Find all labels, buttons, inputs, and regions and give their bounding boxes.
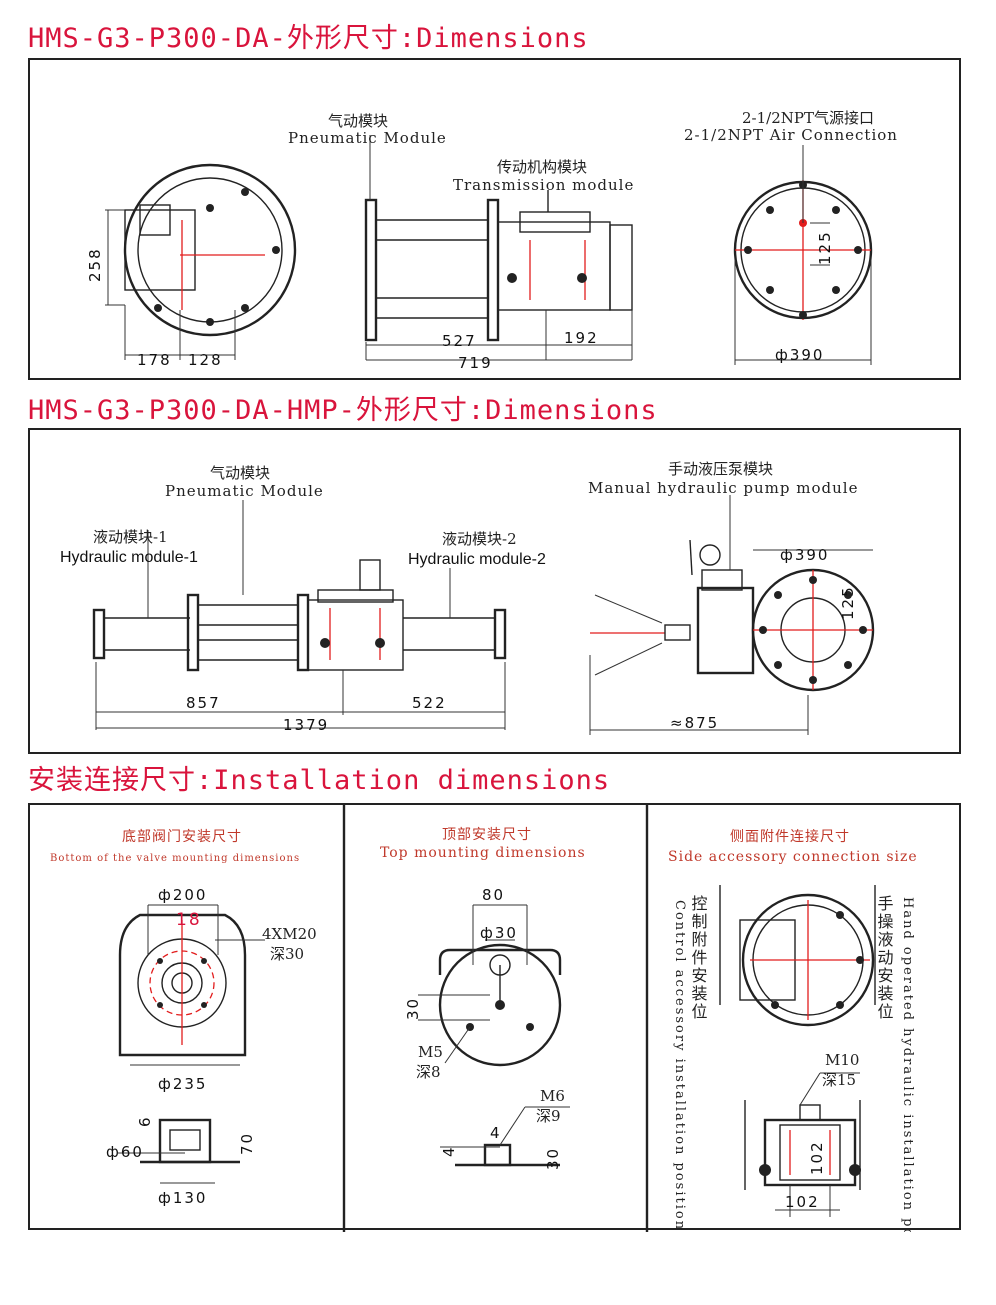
hmp-pump-view (589, 495, 875, 735)
label-m5: M5 (418, 1043, 443, 1061)
label-hand-cn: 手操液动安装位 (875, 895, 894, 1021)
dim-30-v: 30 (404, 997, 422, 1020)
label-m10: M10 (825, 1051, 859, 1069)
dimensions-drawing: 258 178 128 气动模块 Pneumatic Module 传动机构模块… (86, 109, 898, 372)
dim-200: ф200 (158, 886, 207, 904)
panel-dimensions: 258 178 128 气动模块 Pneumatic Module 传动机构模块… (28, 58, 961, 380)
dim-192: 192 (564, 329, 599, 347)
panel-installation: 底部阀门安装尺寸 Bottom of the valve mounting di… (28, 803, 961, 1232)
dim-258: 258 (86, 247, 104, 282)
label-side-cn: 侧面附件连接尺寸 (730, 828, 850, 845)
label-transmission-en: Transmission module (453, 176, 634, 194)
dim-6: 6 (136, 1115, 154, 1127)
label-top-cn: 顶部安装尺寸 (442, 827, 532, 843)
section-title-hmp-dimensions: HMS-G3-P300-DA-HMP-外形尺寸:Dimensions (28, 395, 658, 426)
label-hyd2-cn: 液动模块-2 (442, 530, 517, 548)
dim-390: ф390 (775, 346, 824, 364)
dim-857: 857 (186, 694, 221, 712)
side-accessory-view (719, 885, 876, 1217)
label-bottom-en: Bottom of the valve mounting dimensions (50, 853, 300, 864)
installation-drawing: 底部阀门安装尺寸 Bottom of the valve mounting di… (50, 805, 918, 1232)
side-view (364, 135, 633, 361)
label-depth-30: 深30 (270, 945, 304, 963)
label-manual-cn: 手动液压泵模块 (668, 460, 773, 478)
label-depth-15: 深15 (822, 1071, 856, 1089)
label-hyd2-en: Hydraulic module-2 (408, 551, 546, 568)
label-bottom-cn: 底部阀门安装尺寸 (122, 829, 242, 845)
section-title-dimensions: HMS-G3-P300-DA-外形尺寸:Dimensions (28, 23, 589, 54)
label-side-en: Side accessory connection size (668, 849, 918, 865)
end-view-left (105, 163, 297, 360)
hmp-side-view (92, 500, 507, 730)
label-pneumatic-en-2: Pneumatic Module (165, 482, 324, 500)
dim-128: 128 (188, 351, 223, 369)
dim-102-h: 102 (785, 1193, 820, 1211)
label-thread-m20: 4XM20 (262, 925, 317, 943)
label-depth-9: 深9 (536, 1107, 561, 1125)
label-air-en: 2-1/2NPT Air Connection (684, 126, 898, 144)
label-transmission-cn: 传动机构模块 (497, 158, 587, 176)
label-ctrl-cn: 控制附件安装位 (689, 895, 708, 1021)
label-pneumatic-cn-2: 气动模块 (210, 464, 270, 482)
dim-80: 80 (482, 886, 505, 904)
dim-30-bottom: 30 (544, 1147, 562, 1170)
dim-235: ф235 (158, 1075, 207, 1093)
label-hyd1-en: Hydraulic module-1 (60, 549, 198, 566)
dim-390-2: ф390 (780, 546, 829, 564)
label-hand-en: Hand operated hydraulic installation pos… (900, 897, 915, 1232)
dim-30-dia: ф30 (480, 924, 518, 942)
dim-125-2: 125 (839, 585, 857, 620)
dim-60: ф60 (106, 1143, 144, 1161)
label-top-en: Top mounting dimensions (380, 845, 586, 861)
dim-178: 178 (137, 351, 172, 369)
label-air-cn: 2-1/2NPT气源接口 (742, 109, 874, 127)
dim-125: 125 (816, 230, 834, 265)
label-pneumatic-cn: 气动模块 (328, 112, 388, 130)
dim-18: 18 (176, 910, 202, 930)
bottom-view (118, 904, 265, 1184)
panel-hmp-dimensions: 气动模块 Pneumatic Module 液动模块-1 Hydraulic m… (28, 428, 961, 754)
label-depth-8: 深8 (416, 1063, 441, 1081)
hmp-dimensions-drawing: 气动模块 Pneumatic Module 液动模块-1 Hydraulic m… (60, 460, 875, 735)
label-manual-en: Manual hydraulic pump module (588, 479, 858, 497)
dim-1379: 1379 (283, 716, 329, 734)
dim-70: 70 (238, 1132, 256, 1155)
label-ctrl-en: Control accessory installation position (672, 900, 687, 1231)
section-title-installation: 安装连接尺寸:Installation dimensions (28, 765, 611, 796)
dim-719: 719 (458, 354, 493, 372)
dim-102-v: 102 (808, 1140, 826, 1175)
dim-4-top: 4 (490, 1124, 502, 1142)
label-m6: M6 (540, 1087, 565, 1105)
label-hyd1-cn: 液动模块-1 (93, 528, 168, 546)
top-view (418, 904, 570, 1167)
dim-527: 527 (442, 332, 477, 350)
end-view-right (733, 145, 873, 365)
dim-875: ≈875 (670, 714, 719, 732)
label-pneumatic-en: Pneumatic Module (288, 129, 447, 147)
dim-130: ф130 (158, 1189, 207, 1207)
dim-522: 522 (412, 694, 447, 712)
dim-4-left: 4 (440, 1145, 458, 1157)
